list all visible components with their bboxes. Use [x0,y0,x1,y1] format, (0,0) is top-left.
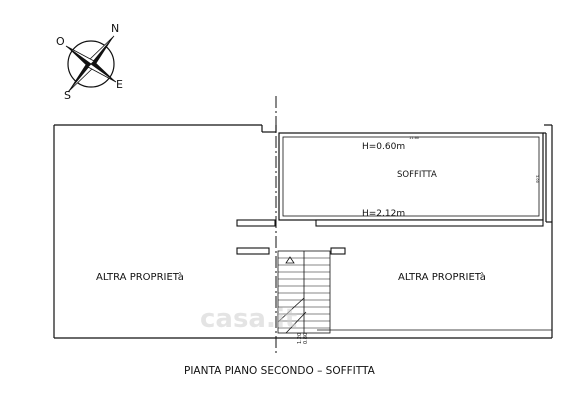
staircase [277,250,331,334]
compass-south-label: S [64,89,71,102]
compass-east-label: E [116,78,123,91]
dimension-label-stair-1: 1.20 [297,333,303,344]
compass-rose: N O E S [56,22,123,102]
compass-north-label: N [111,22,119,35]
interior-wall-stubs [236,219,544,255]
plan-title: PIANTA PIANO SECONDO – SOFFITTA [184,365,376,377]
dimension-label-top: 11.60 [409,136,419,140]
room-label-right: ALTRA PROPRIETà [398,271,486,283]
stair-arrow-icon [285,256,295,264]
dimension-label-side: 3.00 [535,175,539,183]
room-label-attic: SOFFITTA [397,170,437,180]
watermark-logo: casa.it [200,304,297,334]
compass-west-label: O [56,35,65,48]
dimension-label-stair-2: 0.80 [303,333,309,344]
room-label-left: ALTRA PROPRIETà [96,271,184,283]
outer-boundary [53,124,553,339]
height-annotation-top: H=0.60m [362,142,405,152]
height-annotation-bottom: H=2.12m [362,209,405,219]
